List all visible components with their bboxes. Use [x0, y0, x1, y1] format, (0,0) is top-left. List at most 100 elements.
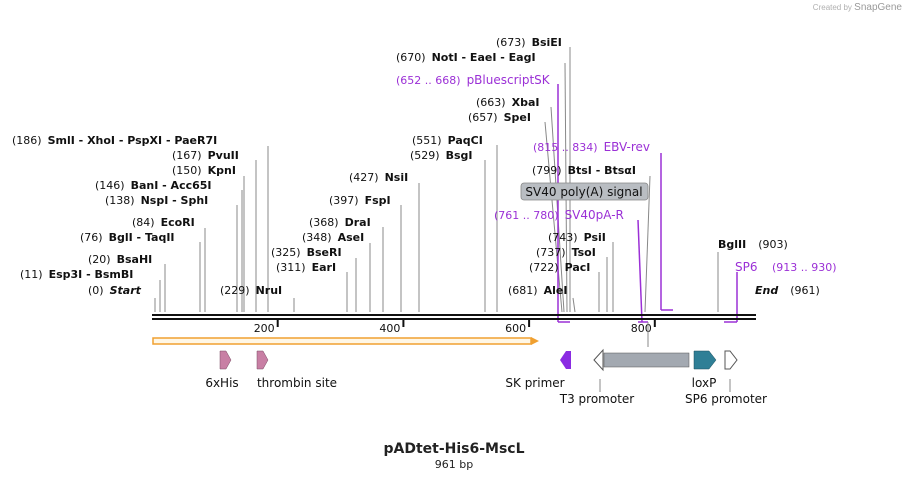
svg-text:(743)PsiI: (743)PsiI — [548, 231, 606, 244]
site-pos: (529) — [410, 149, 440, 162]
site-pos: (681) — [508, 284, 538, 297]
primer-range: (913 .. 930) — [772, 261, 837, 274]
site-pos: (186) — [12, 134, 42, 147]
site-name: KpnI — [208, 164, 236, 177]
site-name: BsgI — [446, 149, 473, 162]
svg-text:(325)BseRI: (325) BseRI — [271, 246, 342, 259]
site-pos: (311) — [276, 261, 306, 274]
primer-range: (761 .. 780) — [494, 209, 559, 222]
svg-text:(673)BsiEI: (673)BsiEI — [496, 36, 562, 49]
site-pos: (150) — [172, 164, 202, 177]
site-pos: (146) — [95, 179, 125, 192]
site-pos: (229) — [220, 284, 250, 297]
site-name: End — [755, 284, 778, 297]
primer-range: (815 .. 834) — [533, 141, 598, 154]
primer-markers — [557, 84, 738, 323]
site-pos: (397) — [329, 194, 359, 207]
svg-text:(657)SpeI: (657)SpeI — [468, 111, 531, 124]
svg-text:(737)TsoI: (737) TsoI — [536, 246, 596, 259]
feature-label-thrombin: thrombin site — [257, 376, 337, 390]
feature-labels: 6xHis thrombin site SK primer T3 promote… — [205, 376, 767, 406]
svg-text:(761 .. 780)SV40pA-R: (761 .. 780) SV40pA-R — [494, 208, 624, 222]
svg-text:(368)DraI: (368)DraI — [309, 216, 371, 229]
site-pos: (670) — [396, 51, 426, 64]
site-pos: (961) — [790, 284, 820, 297]
site-pos: (76) — [80, 231, 103, 244]
site-labels: (186)SmlI - XhoI - PspXI - PaeR7I (167) P… — [12, 36, 820, 297]
axis-tick-label: 200 — [254, 322, 275, 335]
site-name: PacI — [565, 261, 591, 274]
primer-name: SV40pA-R — [565, 208, 624, 222]
thrombin-site-feature — [256, 350, 269, 370]
svg-text:(150)KpnI: (150) KpnI — [172, 164, 236, 177]
svg-text:(84)EcoRI: (84) EcoRI — [132, 216, 195, 229]
svg-text:(663)XbaI: (663)XbaI — [476, 96, 539, 109]
site-name: AleI — [544, 284, 568, 297]
axis-tick-label: 600 — [505, 322, 526, 335]
feature-label-t3-promoter: T3 promoter — [559, 392, 635, 406]
his-tag-feature — [219, 350, 232, 370]
terminator-label: SV40 poly(A) signal — [525, 185, 642, 199]
sequence-backbone — [152, 314, 756, 320]
svg-text:(186)SmlI - XhoI - PspXI -: (186)SmlI - XhoI - PspXI - PaeR7I — [12, 134, 217, 147]
site-pos: (903) — [758, 238, 788, 251]
site-name: PaqCI — [448, 134, 483, 147]
svg-text:(11)Esp3I - BsmBI: (11) Esp3I - BsmBI — [20, 268, 133, 281]
svg-text:BglII(903): BglII(903) — [718, 238, 788, 251]
site-name: EarI — [312, 261, 336, 274]
svg-text:(427)NsiI: (427) NsiI — [349, 171, 408, 184]
site-name: BseRI — [307, 246, 342, 259]
cut-site-leaders — [154, 47, 719, 313]
primer-name: EBV-rev — [604, 140, 650, 154]
sv40-terminator-feature — [603, 352, 690, 368]
site-pos: (167) — [172, 149, 202, 162]
svg-text:(652 .. 668)pBluescriptSK: (652 .. 668)pBluescriptSK — [396, 73, 551, 87]
site-pos: (0) — [88, 284, 104, 297]
svg-text:(551)PaqCI: (551)PaqCI — [412, 134, 483, 147]
site-name: BsaHI — [117, 253, 153, 266]
primer-labels: (652 .. 668)pBluescriptSK (815 .. 834) EB… — [396, 73, 837, 274]
site-name: NotI - EaeI - EagI — [432, 51, 536, 64]
plasmid-length: 961 bp — [434, 458, 474, 471]
plasmid-title: pADtet-His6-MscL — [383, 441, 525, 457]
svg-text:(670)NotI - EaeI - EagI: (670) NotI - EaeI - EagI — [396, 51, 536, 64]
site-pos: (427) — [349, 171, 379, 184]
site-name: PvuII — [208, 149, 239, 162]
sk-primer-feature — [560, 351, 571, 369]
feature-label-sp6-promoter: SP6 promoter — [685, 392, 767, 406]
primer-name: SP6 — [735, 260, 758, 274]
site-pos: (84) — [132, 216, 155, 229]
site-name: BtsI - BtsαI — [568, 164, 636, 177]
site-name: EcoRI — [161, 216, 195, 229]
site-pos: (737) — [536, 246, 566, 259]
site-pos: (138) — [105, 194, 135, 207]
orf-arrow — [152, 337, 539, 345]
svg-text:(348)AseI: (348) AseI — [302, 231, 364, 244]
site-name: FspI — [365, 194, 391, 207]
svg-text:(138)NspI - SphI: (138)NspI - SphI — [105, 194, 208, 207]
site-pos: (11) — [20, 268, 43, 281]
svg-text:(167)PvuII: (167) PvuII — [172, 149, 239, 162]
primer-range: (652 .. 668) — [396, 74, 461, 87]
site-pos: (348) — [302, 231, 332, 244]
site-pos: (743) — [548, 231, 578, 244]
loxp-feature — [693, 350, 717, 370]
site-pos: (325) — [271, 246, 301, 259]
site-name: TsoI — [572, 246, 596, 259]
svg-text:(681)AleI: (681) AleI — [508, 284, 567, 297]
site-name: DraI — [345, 216, 371, 229]
feature-label-sk-primer: SK primer — [505, 376, 564, 390]
site-name: Esp3I - BsmBI — [49, 268, 134, 281]
svg-text:(76)BglI - TaqII: (76)BglI - TaqII — [80, 231, 175, 244]
snapgene-logo: SnapGene — [854, 2, 902, 13]
svg-text:(815 .. 834)EBV-rev: (815 .. 834) EBV-rev — [533, 140, 650, 154]
site-name: NsiI — [385, 171, 409, 184]
sp6-promoter-feature — [724, 350, 738, 370]
site-pos: (20) — [88, 253, 111, 266]
svg-text:(799)BtsI - BtsαI: (799)BtsI - BtsαI — [532, 164, 636, 177]
site-pos: (722) — [529, 261, 559, 274]
site-pos: (673) — [496, 36, 526, 49]
site-name: AseI — [338, 231, 365, 244]
svg-text:(146)BanI - Acc65I: (146)BanI - Acc65I — [95, 179, 212, 192]
site-name: SpeI — [504, 111, 531, 124]
